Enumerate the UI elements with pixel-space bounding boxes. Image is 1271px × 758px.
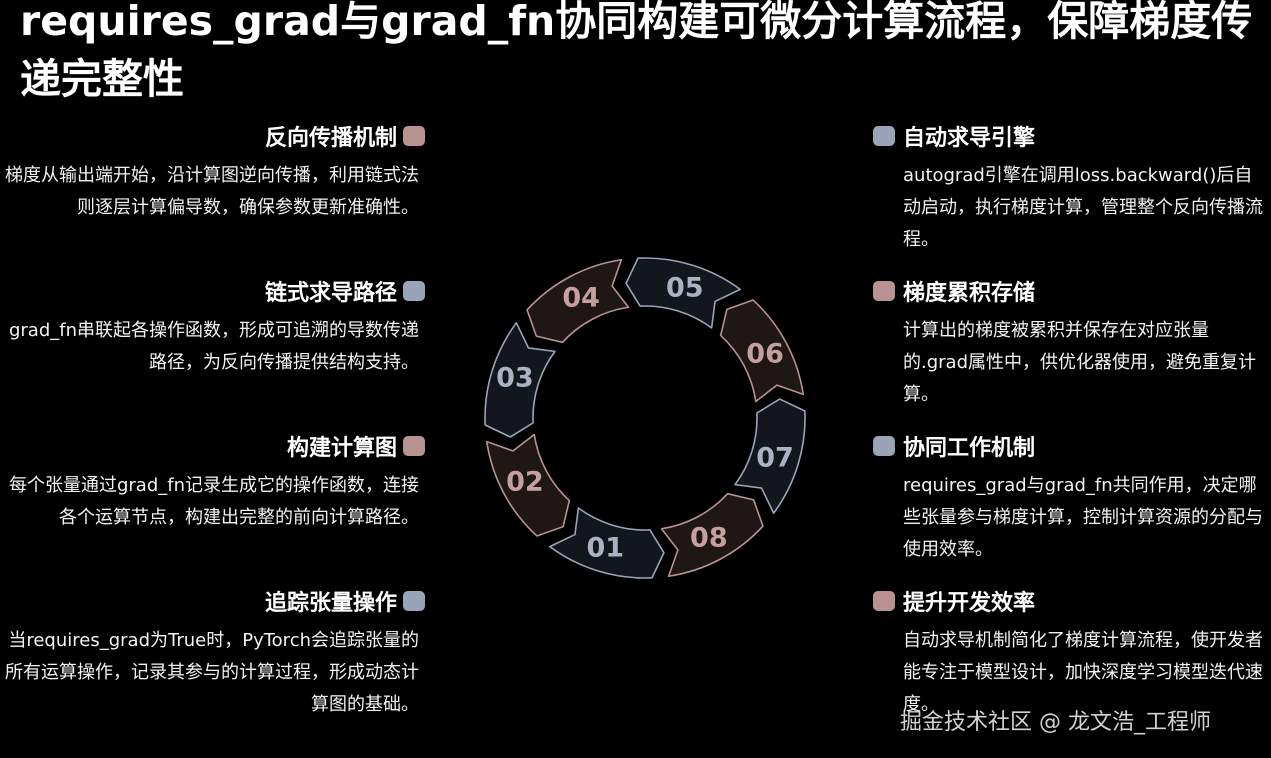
- item-title: 构建计算图: [286, 436, 397, 461]
- left-item-2: 链式求导路径 grad_fn串联起各操作函数，形成可追溯的导数传递路径，为反向传…: [0, 273, 425, 379]
- blue-marker-icon: [873, 126, 895, 146]
- item-title: 提升开发效率: [903, 591, 1036, 616]
- cycle-diagram: 01 02 03 04 05 06 07 08: [484, 257, 806, 579]
- cycle-step-label-01: 01: [586, 533, 624, 564]
- rose-marker-icon: [403, 436, 425, 456]
- cycle-segment-02: [485, 433, 571, 537]
- cycle-step-label-07: 07: [756, 442, 794, 473]
- item-description: 当requires_grad为True时，PyTorch会追踪张量的所有运算操作…: [5, 630, 419, 715]
- item-title: 协同工作机制: [903, 436, 1036, 461]
- left-item-1: 反向传播机制 梯度从输出端开始，沿计算图逆向传播，利用链式法则逐层计算偏导数，确…: [0, 118, 425, 224]
- rose-marker-icon: [403, 126, 425, 146]
- item-title: 追踪张量操作: [264, 591, 397, 616]
- cycle-step-label-02: 02: [506, 466, 544, 497]
- cycle-step-label-05: 05: [666, 272, 704, 303]
- cycle-step-label-08: 08: [690, 523, 728, 554]
- cycle-segment-05: [625, 257, 741, 329]
- item-title: 梯度累积存储: [903, 281, 1036, 306]
- item-description: 梯度从输出端开始，沿计算图逆向传播，利用链式法则逐层计算偏导数，确保参数更新准确…: [5, 165, 419, 218]
- blue-marker-icon: [873, 436, 895, 456]
- item-description: autograd引擎在调用loss.backward()后自动启动，执行梯度计算…: [903, 165, 1263, 250]
- cycle-segment-03: [484, 322, 556, 438]
- right-item-4: 提升开发效率 自动求导机制简化了梯度计算流程，使开发者能专注于模型设计，加快深度…: [873, 583, 1268, 721]
- cycle-segment-06: [719, 299, 805, 403]
- watermark: 掘金技术社区 @ 龙文浩_工程师: [900, 710, 1211, 735]
- cycle-segment-08: [660, 492, 764, 578]
- right-item-3: 协同工作机制 requires_grad与grad_fn共同作用，决定哪些张量参…: [873, 428, 1268, 566]
- right-item-1: 自动求导引擎 autograd引擎在调用loss.backward()后自动启动…: [873, 118, 1268, 256]
- page-title: requires_grad与grad_fn协同构建可微分计算流程，保障梯度传递完…: [20, 0, 1253, 103]
- item-description: 自动求导机制简化了梯度计算流程，使开发者能专注于模型设计，加快深度学习模型迭代速…: [903, 630, 1263, 715]
- right-item-2: 梯度累积存储 计算出的梯度被累积并保存在对应张量的.grad属性中，供优化器使用…: [873, 273, 1268, 411]
- cycle-step-label-04: 04: [562, 282, 600, 313]
- cycle-step-label-06: 06: [746, 339, 784, 370]
- item-description: grad_fn串联起各操作函数，形成可追溯的导数传递路径，为反向传播提供结构支持…: [8, 320, 419, 373]
- cycle-segment-04: [526, 258, 630, 344]
- cycle-step-label-03: 03: [496, 363, 534, 394]
- item-description: 每个张量通过grad_fn记录生成它的操作函数，连接各个运算节点，构建出完整的前…: [8, 475, 419, 528]
- left-item-4: 追踪张量操作 当requires_grad为True时，PyTorch会追踪张量…: [0, 583, 425, 721]
- item-title: 链式求导路径: [264, 281, 397, 306]
- item-title: 反向传播机制: [264, 126, 397, 151]
- item-title: 自动求导引擎: [903, 126, 1036, 151]
- cycle-segment-07: [734, 398, 806, 514]
- left-item-3: 构建计算图 每个张量通过grad_fn记录生成它的操作函数，连接各个运算节点，构…: [0, 428, 425, 534]
- blue-marker-icon: [403, 281, 425, 301]
- blue-marker-icon: [403, 591, 425, 611]
- rose-marker-icon: [873, 591, 895, 611]
- rose-marker-icon: [873, 281, 895, 301]
- item-description: 计算出的梯度被累积并保存在对应张量的.grad属性中，供优化器使用，避免重复计算…: [903, 320, 1257, 405]
- cycle-segment-01: [549, 507, 665, 579]
- item-description: requires_grad与grad_fn共同作用，决定哪些张量参与梯度计算，控…: [903, 475, 1263, 560]
